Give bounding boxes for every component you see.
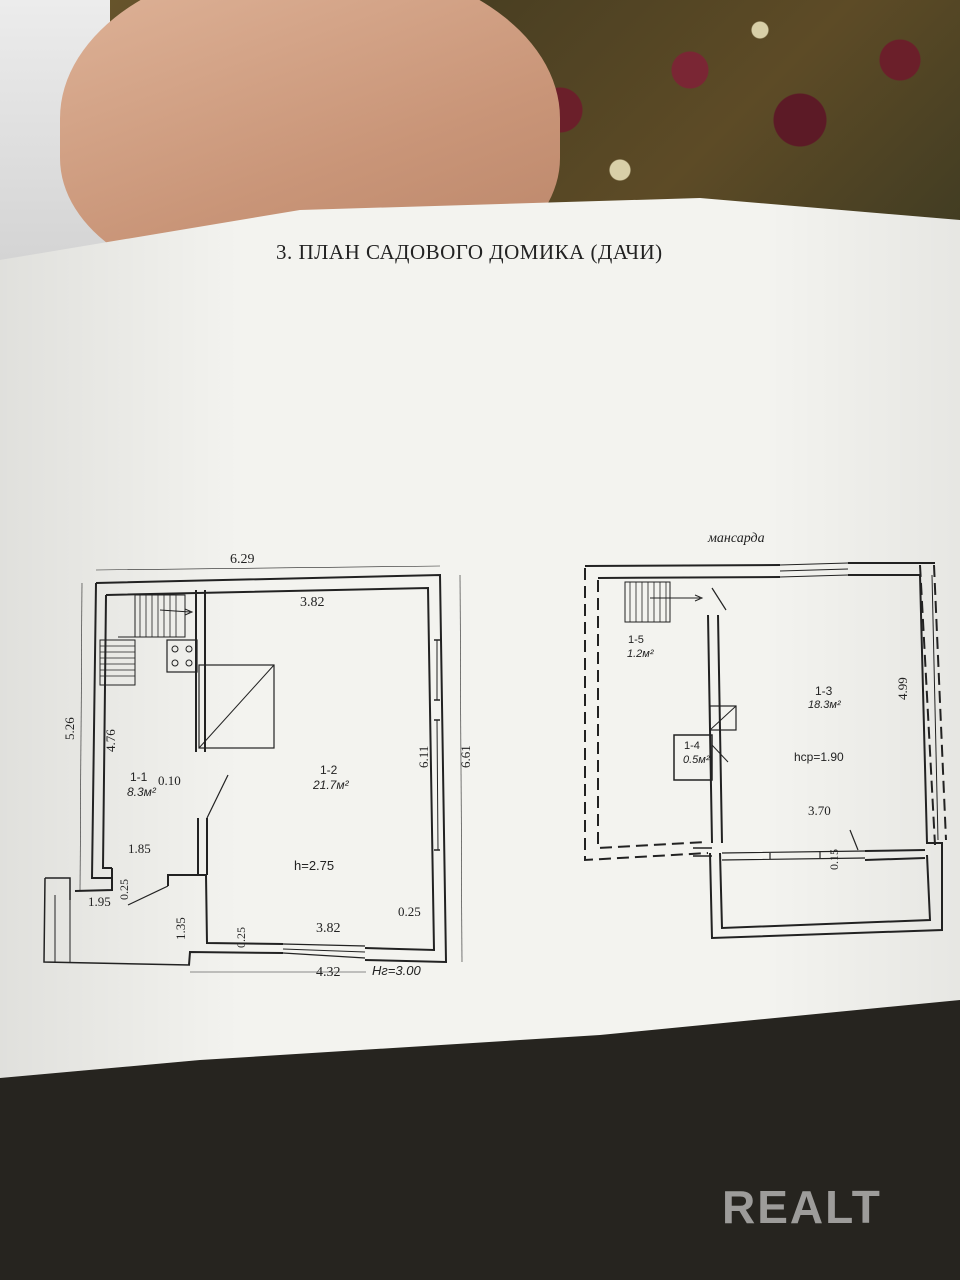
room-1-1-id: 1-1 (130, 770, 148, 784)
dim-0-25-left: 0.25 (117, 879, 131, 900)
room-1-2-area: 21.7м² (312, 778, 350, 792)
dim-0-25-right: 0.25 (398, 904, 421, 919)
dim-0-25-bottom: 0.25 (234, 927, 248, 948)
room-1-3-height: hср=1.90 (794, 750, 844, 764)
attic-dim-small: 0.15 (827, 849, 841, 870)
paper-sheet (0, 198, 960, 1078)
attic-dim-right: 4.99 (895, 677, 910, 700)
dim-bottom-outer: 4.32 (316, 965, 341, 980)
room-1-1-area: 8.3м² (127, 785, 157, 799)
room-1-4-id: 1-4 (684, 740, 700, 752)
dim-top-inner: 3.82 (300, 595, 325, 610)
plan-title: 3. ПЛАН САДОВОГО ДОМИКА (ДАЧИ) (276, 240, 663, 264)
dim-bottom-inner: 3.82 (316, 921, 341, 936)
room-1-3-id: 1-3 (815, 684, 833, 698)
dim-right-inner: 6.11 (416, 746, 431, 768)
dim-left-inner: 4.76 (103, 729, 118, 752)
room-1-2-height: h=2.75 (294, 858, 334, 873)
attic-dim-bottom: 3.70 (808, 803, 831, 818)
room-1-3-area: 18.3м² (808, 699, 841, 711)
room-1-2-id: 1-2 (320, 763, 338, 777)
dim-1-85: 1.85 (128, 841, 151, 856)
room-1-5-id: 1-5 (628, 634, 644, 646)
dim-top-total: 6.29 (230, 552, 255, 567)
attic-label: мансарда (707, 531, 765, 546)
dim-right-outer: 6.61 (458, 745, 473, 768)
total-height: Hг=3.00 (372, 963, 421, 978)
dim-left-outer: 5.26 (62, 717, 77, 740)
realt-watermark: REALT (722, 1181, 882, 1233)
room-1-4-area: 0.5м² (683, 754, 710, 766)
dim-1-95: 1.95 (88, 894, 111, 909)
dim-0-10: 0.10 (158, 773, 181, 788)
dim-1-35: 1.35 (173, 917, 188, 940)
room-1-5-area: 1.2м² (627, 648, 654, 660)
